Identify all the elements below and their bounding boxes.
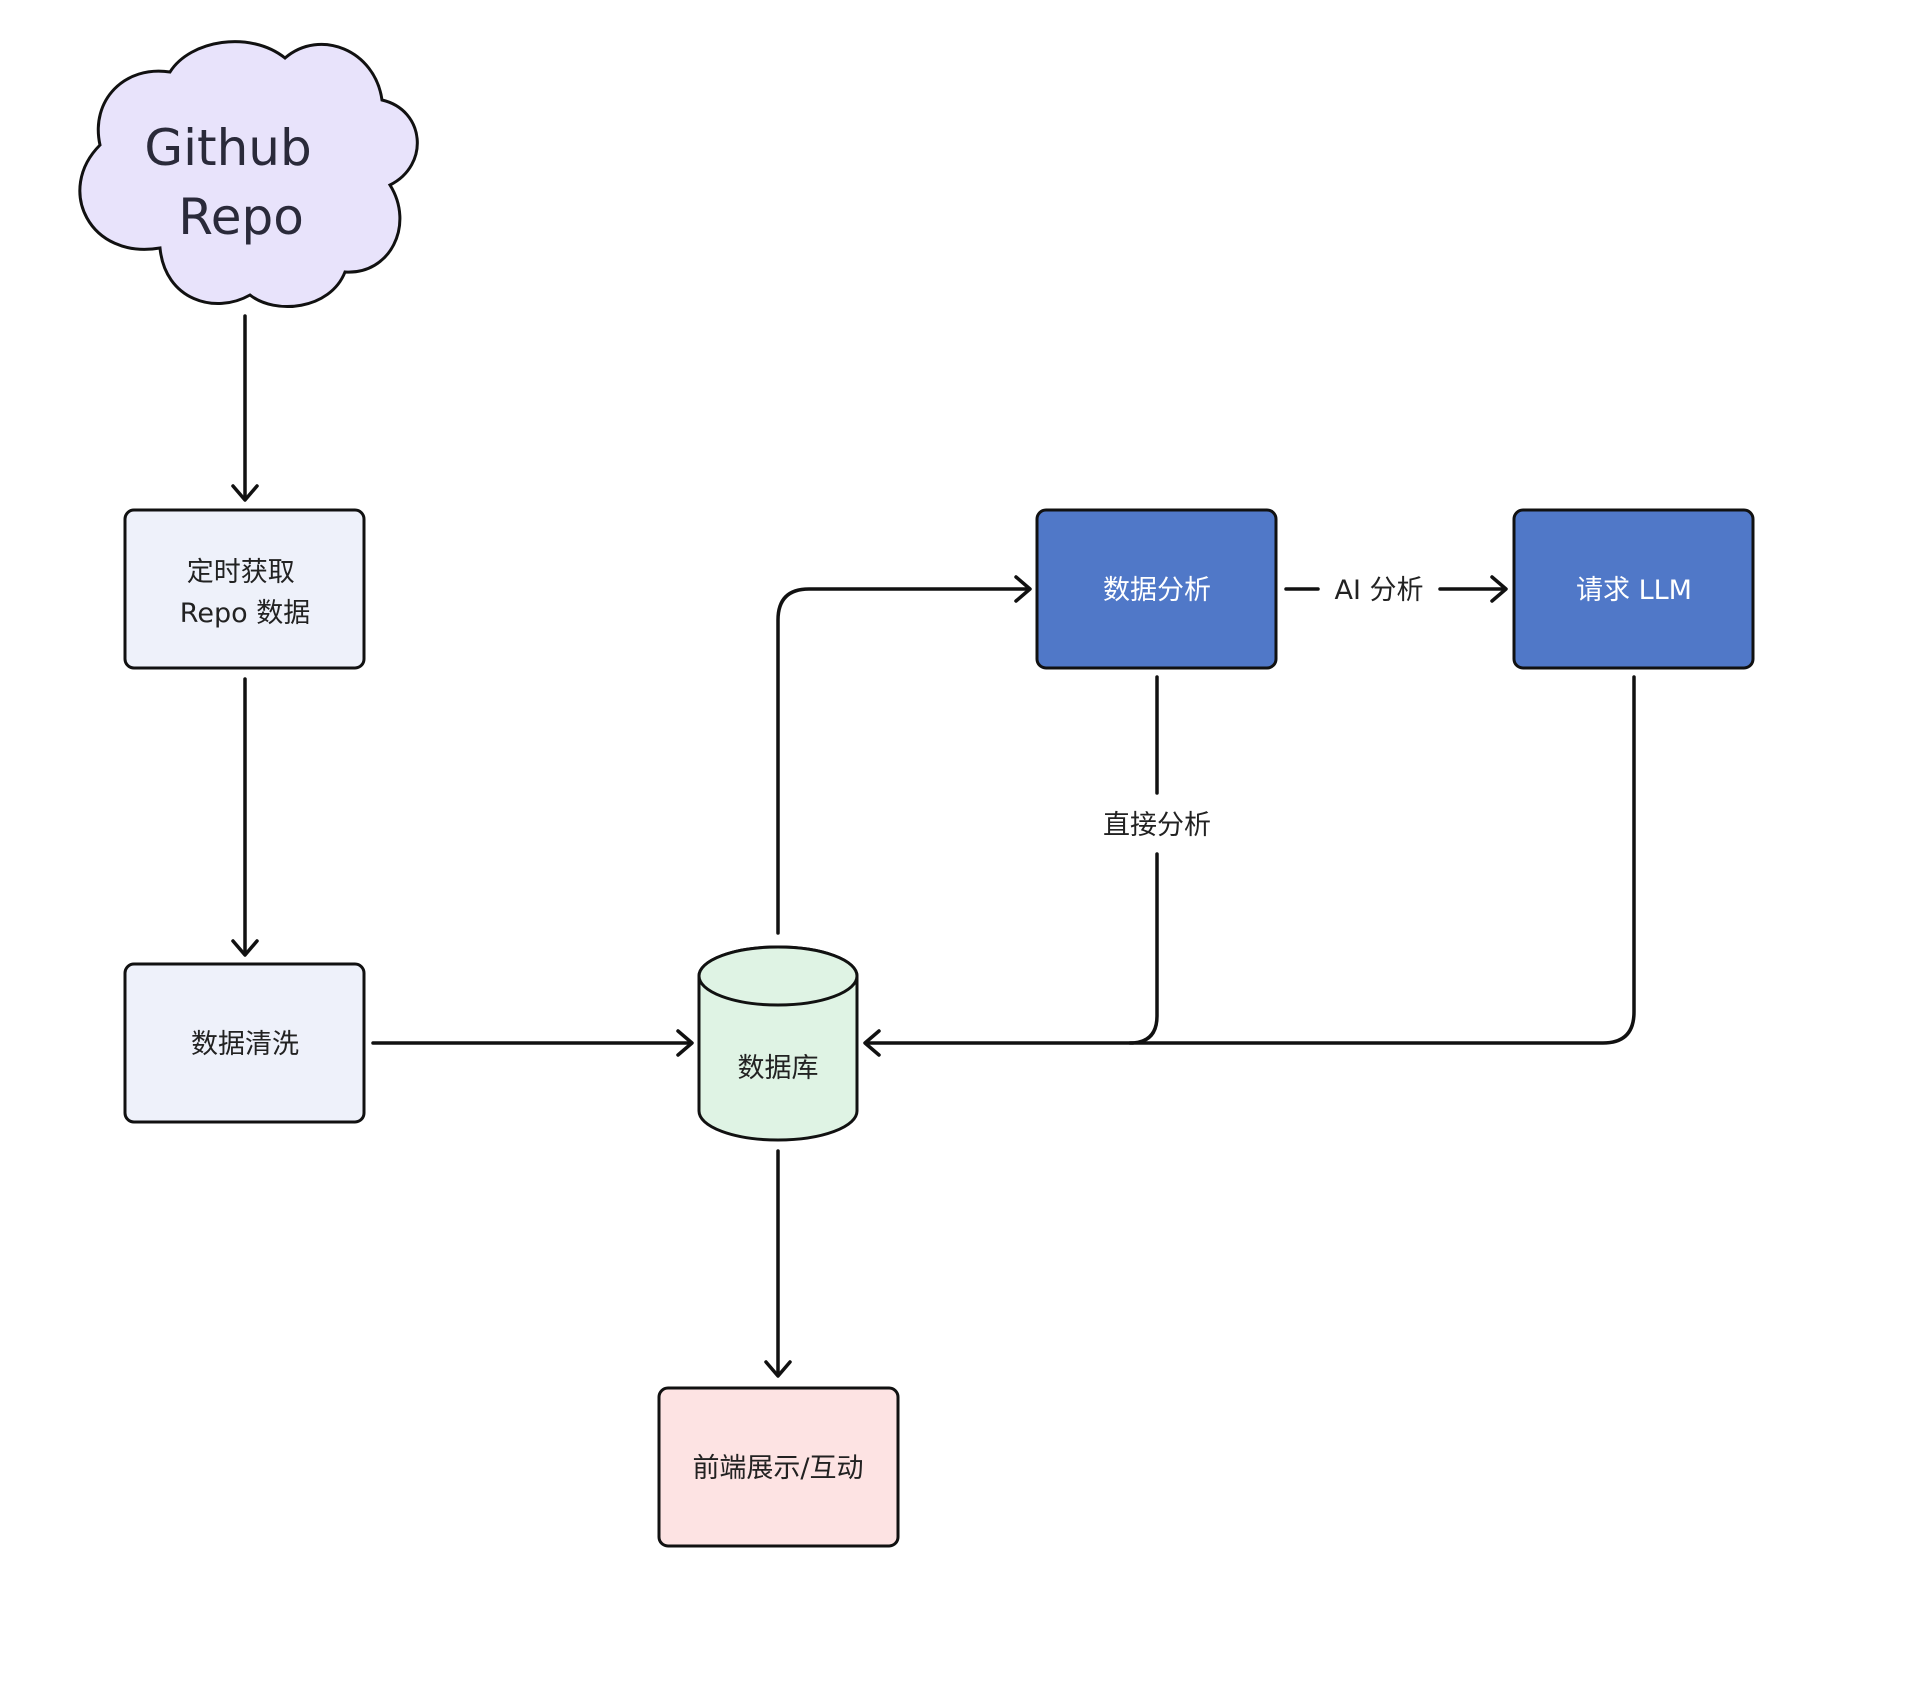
node-analysis: 数据分析 xyxy=(1035,508,1278,670)
cloud-label-line2: Repo xyxy=(178,188,304,246)
edge-database-to-frontend xyxy=(764,1149,792,1378)
edge-label-direct-analysis: 直接分析 xyxy=(1103,810,1211,841)
node-database: 数据库 xyxy=(697,945,859,1142)
node-fetch: 定时获取 Repo 数据 xyxy=(123,508,366,670)
fetch-label-line2: Repo 数据 xyxy=(180,598,310,629)
edge-label-ai-analysis: AI 分析 xyxy=(1334,575,1423,606)
node-github-repo: Github Repo xyxy=(78,40,419,308)
fetch-label-line1: 定时获取 xyxy=(187,557,295,588)
edge-github-to-fetch xyxy=(231,314,259,502)
node-llm: 请求 LLM xyxy=(1512,508,1755,670)
edge-database-to-analysis xyxy=(776,575,1032,935)
clean-label: 数据清洗 xyxy=(191,1029,299,1060)
node-frontend: 前端展示/互动 xyxy=(657,1386,900,1548)
svg-text:Github Repo: Github Repo xyxy=(144,119,327,246)
edge-fetch-to-clean xyxy=(231,677,259,957)
analysis-label: 数据分析 xyxy=(1103,575,1211,606)
edge-llm-to-database xyxy=(863,675,1636,1057)
edge-direct-analysis xyxy=(1128,675,1159,1045)
edge-ai-analysis xyxy=(1284,575,1508,603)
edge-clean-to-database xyxy=(371,1029,694,1057)
llm-label: 请求 LLM xyxy=(1576,575,1692,606)
cloud-shape xyxy=(78,40,419,308)
svg-text:定时获取 Repo 数据: 定时获取 Repo 数据 xyxy=(180,557,310,629)
database-label: 数据库 xyxy=(738,1053,819,1084)
cloud-label-line1: Github xyxy=(144,119,311,177)
node-clean: 数据清洗 xyxy=(123,962,366,1124)
frontend-label: 前端展示/互动 xyxy=(692,1453,863,1484)
